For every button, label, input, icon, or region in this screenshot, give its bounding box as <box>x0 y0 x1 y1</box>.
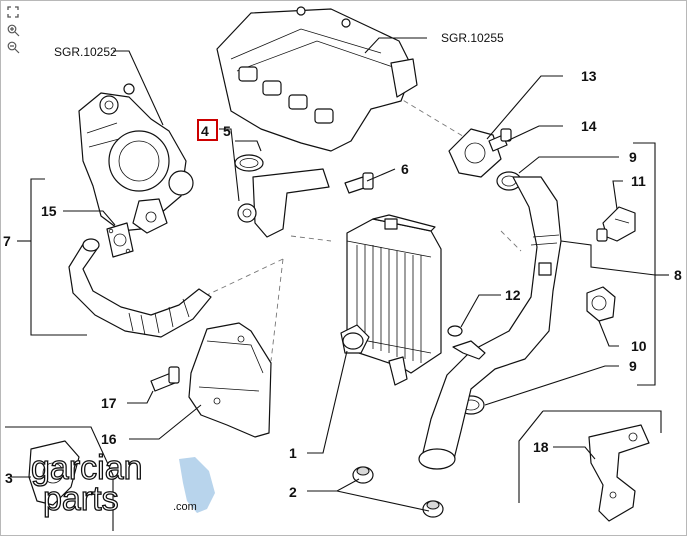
intake-pipe-8[interactable] <box>418 176 562 470</box>
callout-9-upper[interactable]: 9 <box>629 149 637 165</box>
seal-12[interactable] <box>447 325 463 337</box>
turbocharger[interactable] <box>78 83 194 234</box>
bracket-18[interactable] <box>588 424 650 522</box>
leader-lines <box>11 37 623 512</box>
grommet-2-lower[interactable] <box>422 500 444 518</box>
callout-14[interactable]: 14 <box>581 118 597 134</box>
watermark-suffix: .com <box>173 501 197 513</box>
callout-2[interactable]: 2 <box>289 484 297 500</box>
callout-4[interactable]: 4 <box>201 123 209 139</box>
callout-9-lower[interactable]: 9 <box>629 358 637 374</box>
group-bracket-18 <box>518 410 662 503</box>
callout-3[interactable]: 3 <box>5 470 13 486</box>
callout-8[interactable]: 8 <box>674 267 682 283</box>
callout-11[interactable]: 11 <box>631 173 646 189</box>
sensor-11[interactable] <box>596 206 636 242</box>
callout-12[interactable]: 12 <box>505 287 521 303</box>
callout-13[interactable]: 13 <box>581 68 597 84</box>
flange-13[interactable] <box>448 128 502 178</box>
callout-10[interactable]: 10 <box>631 338 647 354</box>
zoom-out-icon[interactable] <box>5 40 21 54</box>
heat-shield-16[interactable] <box>188 322 272 438</box>
callout-7[interactable]: 7 <box>3 233 11 249</box>
callout-5[interactable]: 5 <box>223 123 231 139</box>
group-bracket-7 <box>17 178 87 336</box>
intake-manifold[interactable] <box>216 6 418 152</box>
o-ring-5[interactable] <box>234 154 264 172</box>
garcianparts-watermark: garcian parts .com <box>30 448 215 519</box>
fullscreen-icon[interactable] <box>5 5 21 19</box>
gasket-15[interactable] <box>106 222 134 258</box>
callout-15[interactable]: 15 <box>41 203 57 219</box>
group-bracket-3 <box>5 426 114 531</box>
manifold-reference-label: SGR.10255 <box>441 31 504 45</box>
turbo-reference-label: SGR.10252 <box>54 45 117 59</box>
zoom-in-icon[interactable] <box>5 23 21 37</box>
turbo-outlet-pipe-7[interactable] <box>68 238 212 338</box>
callout-17[interactable]: 17 <box>101 395 117 411</box>
connector-10[interactable] <box>586 286 616 322</box>
watermark-line1: garcian <box>31 449 143 487</box>
bolt-17[interactable] <box>150 366 180 392</box>
watermark-line2: parts <box>43 480 119 518</box>
callout-18[interactable]: 18 <box>533 439 549 455</box>
selected-part-highlight <box>197 119 218 141</box>
group-bracket-8 <box>560 142 669 386</box>
bolt-6[interactable] <box>344 172 374 194</box>
screw-14[interactable] <box>488 128 512 152</box>
callout-6[interactable]: 6 <box>401 161 409 177</box>
bracket-4[interactable] <box>237 168 330 238</box>
part-3[interactable] <box>28 440 80 506</box>
intercooler-1[interactable] <box>340 214 442 386</box>
callout-1[interactable]: 1 <box>289 445 297 461</box>
callout-16[interactable]: 16 <box>101 431 117 447</box>
